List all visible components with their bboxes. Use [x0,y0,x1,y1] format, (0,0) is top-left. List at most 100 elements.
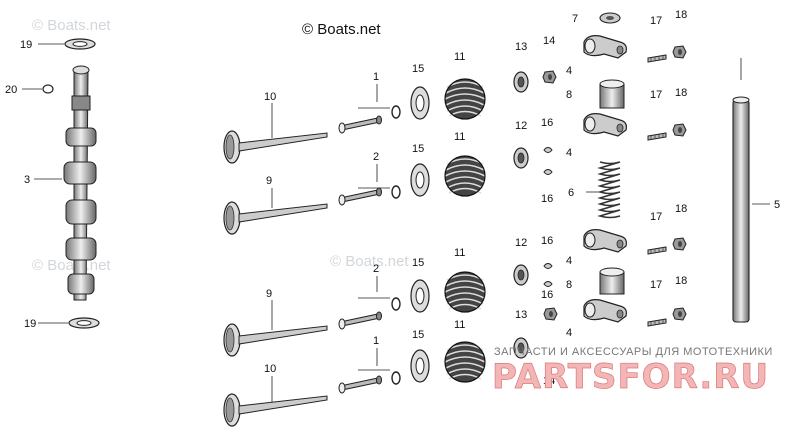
spring-11-row2 [444,155,486,197]
callout-9: 9 [266,288,272,300]
callout-15: 15 [412,257,424,269]
callout-18: 18 [675,275,687,287]
watermark: © Boats.net [330,253,409,270]
collar-8-top [599,79,625,109]
cotter-16-a [543,147,553,153]
copyright-label: © Boats.net [302,21,381,38]
valve-9-row2 [223,201,328,235]
washer-15-row4 [410,349,430,383]
callout-2: 2 [373,151,379,163]
seal-row2 [391,185,401,199]
spring-11-row4 [444,341,486,383]
callout-3: 3 [24,174,30,186]
retainer-12-row3 [513,264,529,286]
watermark: © Boats.net [32,257,111,274]
guide-2-row3 [338,311,382,330]
seal-row3 [391,297,401,311]
washer-15-row2 [410,163,430,197]
callout-18: 18 [675,87,687,99]
callout-17: 17 [650,279,662,291]
callout-8: 8 [566,279,572,291]
callout-11: 11 [454,319,465,331]
retainer-13-row1 [513,71,529,93]
callout-17: 17 [650,89,662,101]
rocker-arm-1 [583,34,628,59]
callout-7: 7 [572,13,578,25]
callout-15: 15 [412,329,424,341]
camshaft-washer-top [64,38,96,50]
rocker-arm-3 [583,229,628,253]
callout-1: 1 [373,335,379,347]
callout-1: 1 [373,71,379,83]
promo-brand: PARTSFOR.RU [492,357,769,397]
camshaft-washer-bottom [68,317,100,329]
adjust-screw-17-a [647,54,667,63]
nut-18-c [672,237,687,251]
retainer-12-row2 [513,147,529,169]
nut-18-d [672,307,687,321]
callout-19: 19 [24,318,36,330]
callout-5: 5 [774,199,780,211]
callout-4: 4 [566,327,572,339]
pin-20 [42,84,54,94]
callout-17: 17 [650,211,662,223]
callout-13: 13 [515,309,527,321]
callout-6: 6 [568,187,574,199]
callout-13: 13 [515,41,527,53]
washer-15-row3 [410,279,430,313]
callout-11: 11 [454,131,465,143]
nut-18-a [672,45,687,59]
adjust-screw-17-d [647,318,667,327]
callout-10: 10 [264,91,276,103]
callout-18: 18 [675,9,687,21]
callout-11: 11 [454,51,465,63]
seal-bottom [391,371,401,385]
adjust-screw-17-c [647,246,667,255]
nut-18-b [672,123,687,137]
rocker-shaft [732,58,750,323]
callout-12: 12 [515,120,527,132]
watermark: © Boats.net [32,17,111,34]
valve-9-row3 [223,323,328,357]
callout-8: 8 [566,89,572,101]
rocker-spring-6 [597,161,621,219]
callout-2: 2 [373,263,379,275]
callout-15: 15 [412,63,424,75]
guide-1-top [338,115,382,134]
callout-4: 4 [566,147,572,159]
callout-16: 16 [541,117,553,129]
nut-14-row1 [542,70,557,84]
callout-10: 10 [264,363,276,375]
valve-10-bottom [223,393,328,427]
cotter-16-b [543,169,553,175]
valve-10-top [223,130,328,164]
seal-top [391,105,401,119]
callout-20: 20 [5,84,17,96]
spring-11-row1 [444,78,486,120]
callout-18: 18 [675,203,687,215]
promo-tagline: ЗАПЧАСТИ И АКСЕССУАРЫ ДЛЯ МОТОТЕХНИКИ [494,346,773,358]
callout-12: 12 [515,237,527,249]
callout-16: 16 [541,289,553,301]
collar-8-bottom [599,267,625,295]
camshaft [63,65,97,301]
leader-lines [22,43,770,402]
spring-11-row3 [444,271,486,313]
callout-14: 14 [543,35,555,47]
nut-14-row4 [543,307,558,321]
callout-16: 16 [541,193,553,205]
rocker-arm-4 [583,299,628,323]
callout-14: 14 [543,375,555,387]
callout-17: 17 [650,15,662,27]
callout-9: 9 [266,175,272,187]
cotter-16-d [543,281,553,287]
callouts: 19 20 3 19 10 9 9 10 1 2 2 1 15 15 15 15… [5,9,780,387]
callout-19: 19 [20,39,32,51]
callout-15: 15 [412,143,424,155]
guide-1-bottom [338,375,382,394]
callout-16: 16 [541,235,553,247]
washer-15-row1 [410,86,430,120]
rocker-arm-2 [583,112,628,137]
cotter-16-c [543,263,553,269]
